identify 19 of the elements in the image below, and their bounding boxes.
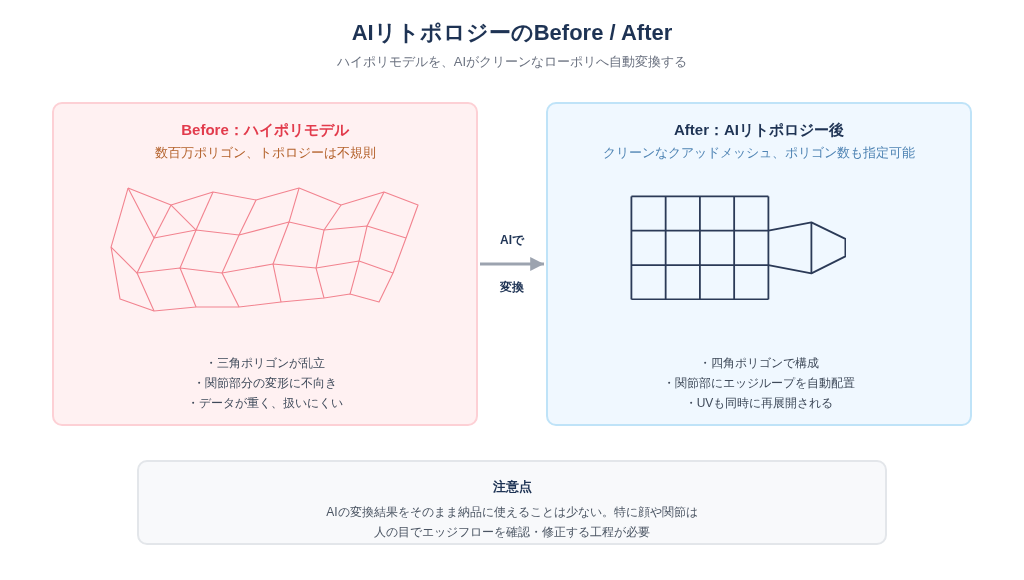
panel-heading: After：AIリトポロジー後 xyxy=(674,120,844,140)
bullet-item: ・関節部分の変形に不向き xyxy=(193,375,337,392)
bullet-item: ・データが重く、扱いにくい xyxy=(187,395,343,412)
note-text: AIの変換結果をそのまま納品に使えることは少ない。特に顔や関節は人の目でエッジフローを確認・修正する工程が必要 xyxy=(325,504,699,541)
note-box xyxy=(137,460,887,545)
arrow xyxy=(480,257,544,271)
comparison-panel xyxy=(546,102,972,426)
panel-heading: Before：ハイポリモデル xyxy=(181,120,349,140)
panel-subtitle: 数百万ポリゴン、トポロジーは不規則 xyxy=(154,145,376,162)
bullet-item: ・関節部にエッジループを自動配置 xyxy=(663,375,855,392)
comparison-panel xyxy=(52,102,478,426)
title: AIリトポロジーのBefore / After xyxy=(351,19,673,47)
edge-label: AIで変換 xyxy=(499,232,526,296)
subtitle: ハイポリモデルを、AIがクリーンなローポリへ自動変換する xyxy=(336,53,688,71)
note-heading: 注意点 xyxy=(492,478,532,496)
panel-subtitle: クリーンなクアッドメッシュ、ポリゴン数も指定可能 xyxy=(603,145,915,162)
bullet-item: ・四角ポリゴンで構成 xyxy=(699,355,819,372)
bullet-item: ・UVも同時に再展開される xyxy=(684,395,834,412)
bullet-item: ・三角ポリゴンが乱立 xyxy=(205,355,325,372)
